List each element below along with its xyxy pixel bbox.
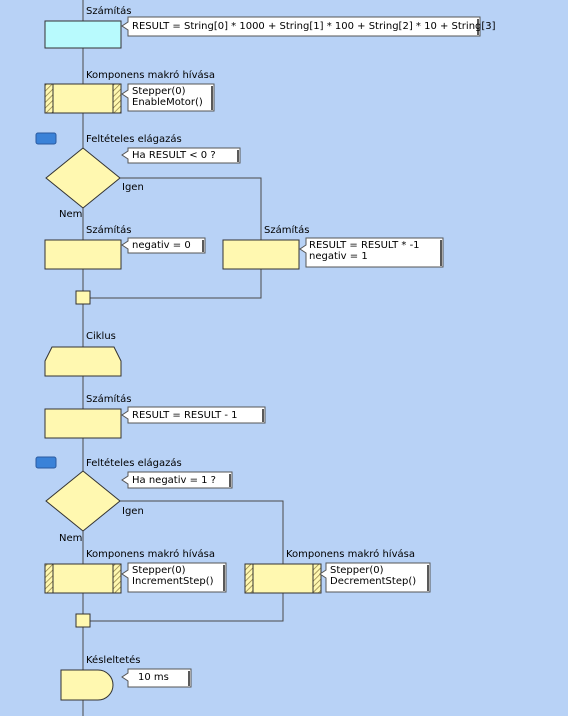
decision-yes-label-2: Igen [122,506,144,517]
junction-1 [75,290,91,305]
macro-block-enable-motor[interactable] [44,83,122,114]
decision-diamond-result-negative[interactable] [45,147,121,209]
macro-block-decrement-step[interactable] [244,563,322,594]
decision-title-2: Feltételes elágazás [86,458,182,469]
decision-no-label-1: Nem [59,209,83,220]
calc-comment-1: RESULT = String[0] * 1000 + String[1] * … [132,21,496,32]
macro-comment-1: Stepper(0) EnableMotor() [132,86,203,108]
decision-yes-label-1: Igen [122,182,144,193]
junction-2 [75,613,91,628]
delay-comment: 10 ms [138,672,169,683]
decision-title-1: Feltételes elágazás [86,134,182,145]
macro-title-dec: Komponens makró hívása [286,549,415,560]
decision-condition-1: Ha RESULT < 0 ? [132,150,216,161]
delay-title: Késleltetés [86,655,141,666]
loop-title: Ciklus [86,331,116,342]
calc-comment-neg: negativ = 0 [132,240,191,251]
comment-callouts [121,16,481,688]
macro-comment-inc: Stepper(0) IncrementStep() [132,565,214,587]
calc-block-result[interactable] [44,20,122,49]
calc-block-decrement-result[interactable] [44,408,122,439]
decision-condition-2: Ha negativ = 1 ? [132,475,216,486]
calc-comment-dec: RESULT = RESULT - 1 [132,410,238,421]
collapse-toggle-1[interactable] [35,132,57,145]
loop-block[interactable] [44,346,122,377]
macro-block-increment-step[interactable] [44,563,122,594]
calc-title-dec: Számítás [86,394,132,405]
collapse-toggle-2[interactable] [35,456,57,469]
macro-title-inc: Komponens makró hívása [86,549,215,560]
decision-no-label-2: Nem [59,533,83,544]
macro-comment-dec: Stepper(0) DecrementStep() [330,565,417,587]
delay-block[interactable] [60,669,114,701]
calc-title-pos: Számítás [264,225,310,236]
calc-block-negate-result[interactable] [222,239,300,270]
macro-title-1: Komponens makró hívása [86,70,215,81]
calc-title-neg: Számítás [86,225,132,236]
calc-comment-pos: RESULT = RESULT * -1 negativ = 1 [309,240,420,262]
calc-title-1: Számítás [86,6,132,17]
decision-diamond-negativ[interactable] [45,470,121,532]
calc-block-negativ-zero[interactable] [44,239,122,270]
